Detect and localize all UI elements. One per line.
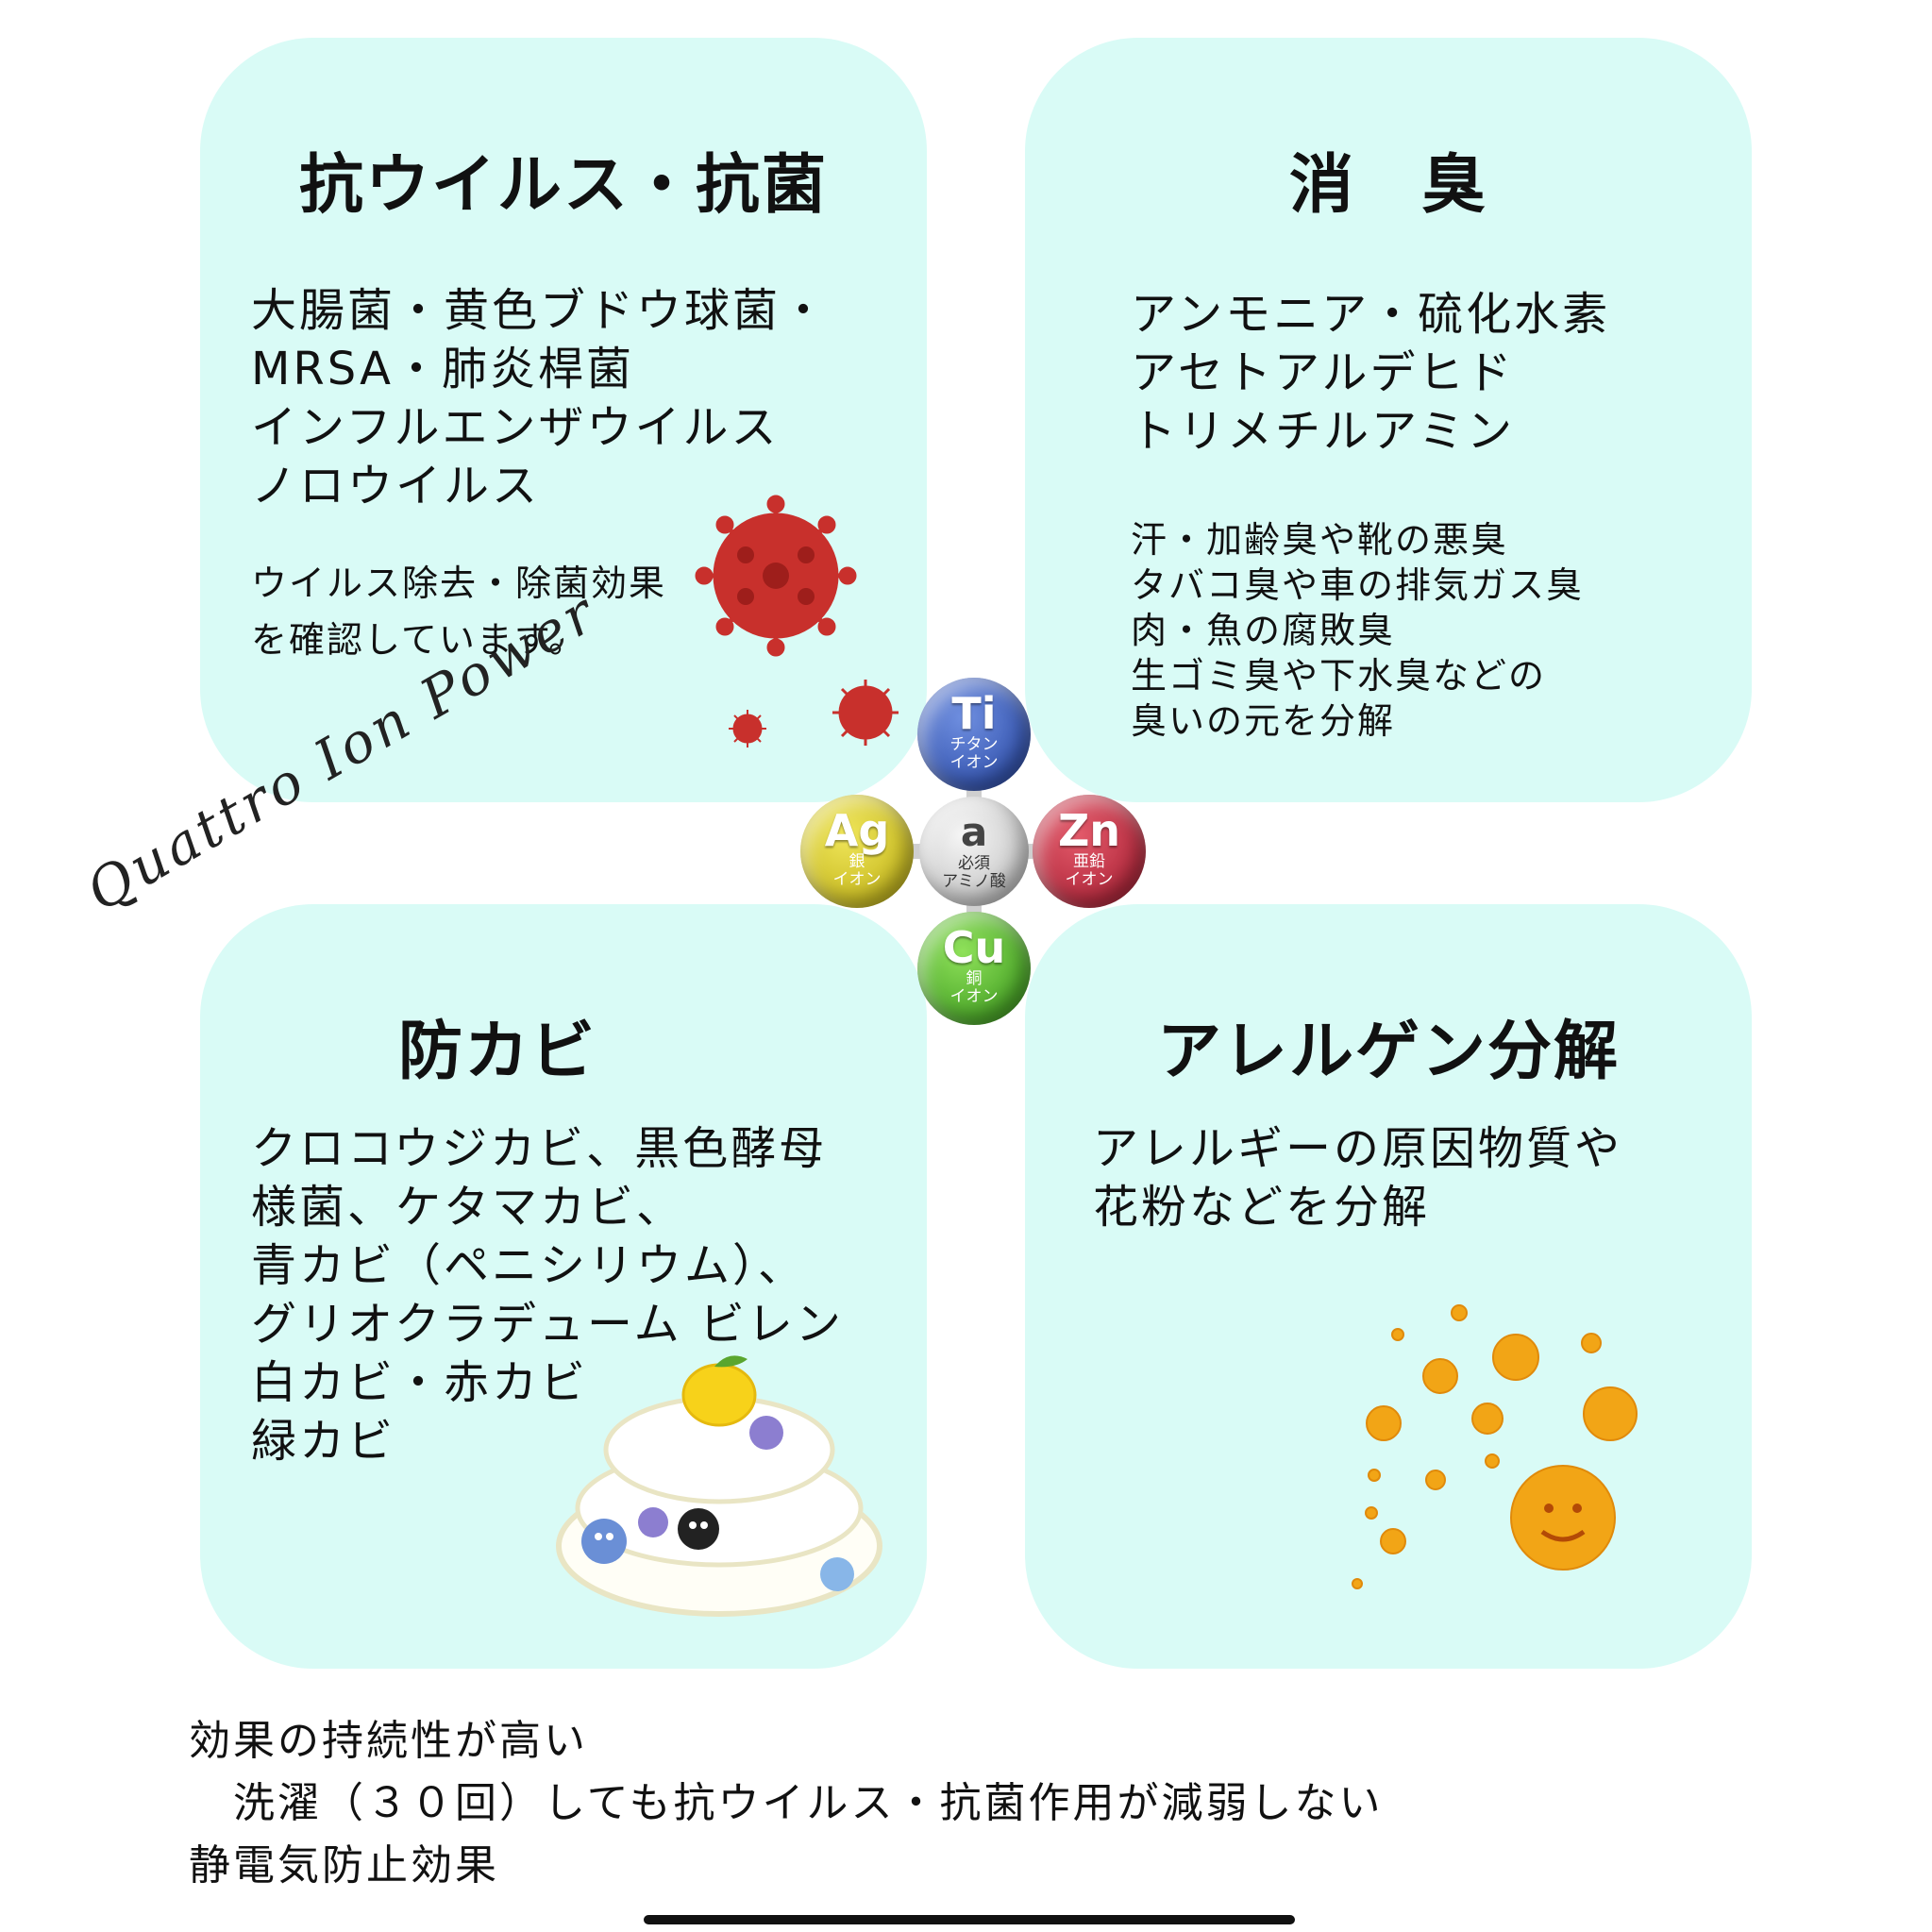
allergen-card: アレルゲン分解 アレルギーの原因物質や 花粉などを分解 bbox=[1025, 904, 1752, 1669]
list-item: アレルギーの原因物質や bbox=[1093, 1122, 1623, 1175]
ion-label: 銅 bbox=[966, 969, 983, 988]
footer-line: 効果の持続性が高い bbox=[189, 1717, 588, 1765]
ion-symbol: Ti bbox=[951, 688, 997, 739]
ion-label: イオン bbox=[832, 870, 882, 889]
antivirus-title: 抗ウイルス・抗菌 bbox=[298, 148, 828, 223]
note-line: 生ゴミ臭や下水臭などの bbox=[1131, 655, 1547, 697]
allergen-list: アレルギーの原因物質や 花粉などを分解 bbox=[1093, 1119, 1622, 1236]
list-item: MRSA・肺炎桿菌 bbox=[251, 343, 634, 395]
antimold-card: 防カビ クロコウジカビ、黒色酵母 様菌、ケタマカビ、 青カビ（ペニシリウム）、 … bbox=[200, 904, 927, 1669]
footer-line: 洗濯（３０回）しても抗ウイルス・抗菌作用が減弱しない bbox=[189, 1779, 1384, 1827]
antivirus-list: 大腸菌・黄色ブドウ球菌・ MRSA・肺炎桿菌 インフルエンザウイルス ノロウイル… bbox=[251, 281, 829, 515]
list-item: 白カビ・赤カビ bbox=[251, 1356, 589, 1409]
allergen-title: アレルゲン分解 bbox=[1156, 1015, 1620, 1089]
kagami-mochi-icon bbox=[556, 1355, 882, 1617]
deodorize-note: 汗・加齢臭や靴の悪臭 タバコ臭や車の排気ガス臭 肉・魚の腐敗臭 生ゴミ臭や下水臭… bbox=[1131, 517, 1584, 744]
list-item: 緑カビ bbox=[251, 1415, 396, 1468]
list-item: アンモニア・硫化水素 bbox=[1131, 288, 1611, 341]
note-line: ウイルス除去・除菌効果 bbox=[251, 563, 667, 604]
deodorize-card: 消 臭 アンモニア・硫化水素 アセトアルデヒド トリメチルアミン 汗・加齢臭や靴… bbox=[1025, 38, 1752, 802]
list-item: 様菌、ケタマカビ、 bbox=[251, 1181, 685, 1234]
ion-label: アミノ酸 bbox=[942, 872, 1006, 891]
note-line: 肉・魚の腐敗臭 bbox=[1131, 610, 1396, 651]
list-item: 花粉などを分解 bbox=[1093, 1181, 1431, 1234]
antimold-title: 防カビ bbox=[397, 1015, 596, 1089]
list-item: 青カビ（ペニシリウム）、 bbox=[251, 1239, 807, 1292]
home-indicator[interactable] bbox=[644, 1915, 1295, 1924]
antivirus-card: 抗ウイルス・抗菌 大腸菌・黄色ブドウ球菌・ MRSA・肺炎桿菌 インフルエンザウ… bbox=[200, 38, 927, 802]
zinc-ion-icon: Zn 亜鉛 イオン bbox=[1033, 795, 1146, 908]
note-line: を確認しています。 bbox=[251, 619, 587, 661]
list-item: アセトアルデヒド bbox=[1131, 346, 1515, 399]
list-item: 大腸菌・黄色ブドウ球菌・ bbox=[251, 284, 830, 337]
ion-label: イオン bbox=[949, 753, 999, 772]
list-item: インフルエンザウイルス bbox=[251, 401, 780, 454]
ion-symbol: a bbox=[960, 809, 988, 855]
antivirus-note: ウイルス除去・除菌効果 を確認しています。 bbox=[251, 555, 666, 668]
ion-label: 銀 bbox=[848, 852, 865, 871]
note-line: タバコ臭や車の排気ガス臭 bbox=[1131, 564, 1585, 606]
list-item: ノロウイルス bbox=[251, 460, 541, 512]
virus-icon bbox=[695, 495, 899, 748]
deodorize-list: アンモニア・硫化水素 アセトアルデヒド トリメチルアミン bbox=[1131, 285, 1610, 461]
ion-symbol: Zn bbox=[1057, 805, 1121, 856]
antimold-list: クロコウジカビ、黒色酵母 様菌、ケタマカビ、 青カビ（ペニシリウム）、 グリオク… bbox=[251, 1119, 844, 1470]
amino-acid-icon: a 必須 アミノ酸 bbox=[919, 797, 1029, 906]
silver-ion-icon: Ag 銀 イオン bbox=[800, 795, 914, 908]
list-item: クロコウジカビ、黒色酵母 bbox=[251, 1122, 828, 1175]
titanium-ion-icon: Ti チタン イオン bbox=[917, 678, 1031, 791]
note-line: 臭いの元を分解 bbox=[1131, 700, 1396, 742]
ion-label: チタン bbox=[949, 735, 999, 754]
ion-label: 必須 bbox=[958, 854, 990, 873]
ion-label: 亜鉛 bbox=[1073, 852, 1105, 871]
ion-label: イオン bbox=[949, 987, 999, 1006]
note-line: 汗・加齢臭や靴の悪臭 bbox=[1131, 519, 1509, 561]
footer-line: 静電気防止効果 bbox=[189, 1841, 499, 1890]
deodorize-title: 消 臭 bbox=[1288, 148, 1487, 223]
ion-symbol: Ag bbox=[824, 805, 890, 856]
footer-notes: 効果の持続性が高い 洗濯（３０回）しても抗ウイルス・抗菌作用が減弱しない 静電気… bbox=[189, 1710, 1383, 1897]
list-item: トリメチルアミン bbox=[1131, 405, 1516, 458]
ion-symbol: Cu bbox=[942, 922, 1006, 973]
list-item: グリオクラデューム ビレン bbox=[251, 1298, 844, 1351]
pollen-icon bbox=[1352, 1304, 1638, 1589]
ion-label: イオン bbox=[1065, 870, 1114, 889]
copper-ion-icon: Cu 銅 イオン bbox=[917, 912, 1031, 1025]
